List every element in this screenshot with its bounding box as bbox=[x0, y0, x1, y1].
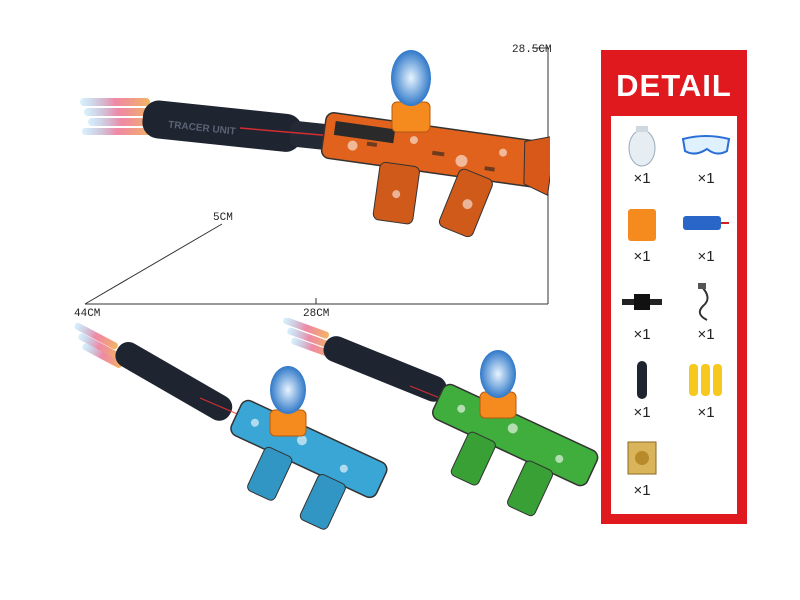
detail-item-usb-cable: ×1 bbox=[677, 276, 735, 346]
gel-blaster-orange: TRACER UNIT bbox=[80, 40, 557, 255]
depth-label: 5CM bbox=[213, 212, 233, 224]
gel-blaster-blue bbox=[70, 318, 390, 548]
silencer: TRACER UNIT bbox=[142, 100, 331, 152]
hopper bbox=[391, 50, 431, 133]
detail-item-gel-jar: ×1 bbox=[613, 120, 671, 190]
detail-item-adapter: ×1 bbox=[613, 276, 671, 346]
gel-blaster-green bbox=[280, 317, 600, 548]
detail-item-qty: ×1 bbox=[697, 248, 715, 265]
magazine-icon bbox=[628, 209, 656, 241]
detail-item-qty: ×1 bbox=[633, 170, 651, 187]
detail-item-foam-darts: ×1 bbox=[677, 354, 735, 424]
detail-title: DETAIL bbox=[616, 68, 732, 103]
detail-item-qty: ×1 bbox=[633, 404, 651, 421]
detail-item-qty: ×1 bbox=[633, 482, 651, 499]
length-label: 44CM bbox=[74, 308, 101, 320]
detail-item-goggles: ×1 bbox=[677, 120, 735, 190]
silencer-icon bbox=[637, 361, 647, 399]
detail-item-qty: ×1 bbox=[697, 170, 715, 187]
detail-panel: DETAIL ×1 ×1 ×1 ×1 ×1 bbox=[601, 50, 747, 524]
detail-item-qty: ×1 bbox=[633, 326, 651, 343]
detail-item-silencer: ×1 bbox=[613, 354, 671, 424]
height-label: 28.5CM bbox=[512, 44, 552, 56]
detail-item-qty: ×1 bbox=[697, 326, 715, 343]
battery-icon bbox=[683, 216, 729, 230]
detail-item-magazine: ×1 bbox=[613, 198, 671, 268]
detail-item-gel-pack: ×1 bbox=[613, 432, 671, 502]
gel-ball-jar-icon bbox=[628, 126, 656, 167]
tracer-beams bbox=[80, 98, 154, 135]
foam-darts-icon bbox=[689, 364, 722, 396]
detail-items: ×1 ×1 ×1 ×1 ×1 ×1 bbox=[611, 116, 737, 514]
detail-item-qty: ×1 bbox=[633, 248, 651, 265]
detail-item-battery: ×1 bbox=[677, 198, 735, 268]
goggles-icon bbox=[681, 135, 731, 155]
usb-cable-icon bbox=[698, 283, 709, 321]
adapter-icon bbox=[622, 294, 662, 310]
detail-item-qty: ×1 bbox=[697, 404, 715, 421]
width-label: 28CM bbox=[303, 308, 330, 320]
gel-ball-pack-icon bbox=[627, 441, 657, 475]
